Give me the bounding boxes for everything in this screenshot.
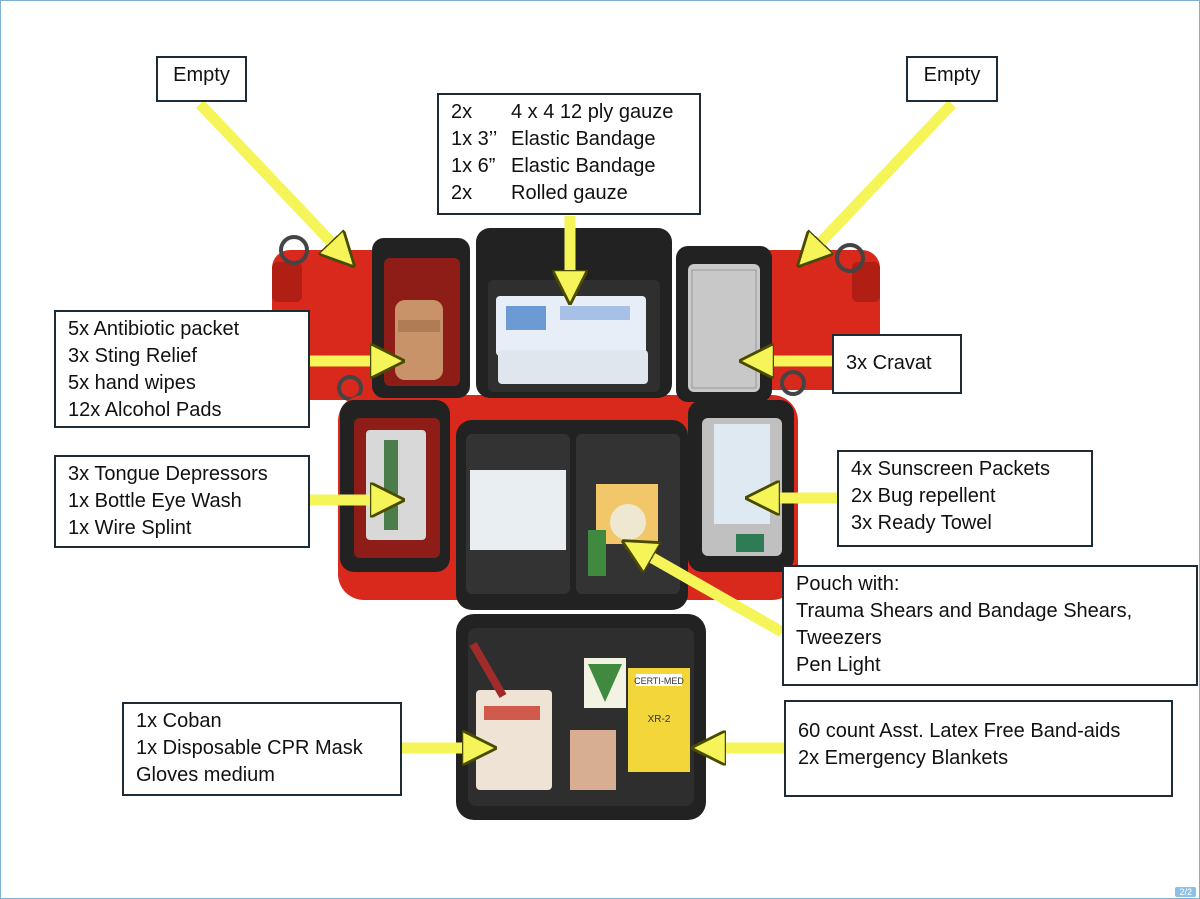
gauze-row: 1x 6”Elastic Bandage bbox=[451, 155, 656, 177]
callout-line: 3x Tongue Depressors bbox=[68, 463, 268, 485]
tape-box-label: XR-2 bbox=[648, 714, 671, 725]
callout-line: 1x Disposable CPR Mask bbox=[136, 737, 363, 759]
callout-line: Trauma Shears and Bandage Shears, bbox=[796, 600, 1133, 622]
callout-top-right-empty: Empty bbox=[906, 56, 998, 102]
callout-tongue: 3x Tongue Depressors 1x Bottle Eye Wash … bbox=[54, 455, 310, 548]
callout-top-left-empty-text: Empty bbox=[173, 64, 230, 86]
callout-line: Pen Light bbox=[796, 654, 881, 676]
arrow-top-left-empty bbox=[196, 100, 350, 262]
callout-line: 1x Coban bbox=[136, 710, 222, 732]
pocket-bottom: CERTI-MED XR-2 bbox=[456, 614, 706, 820]
callout-line: 3x Sting Relief bbox=[68, 345, 197, 367]
callout-line: 2x Emergency Blankets bbox=[798, 747, 1009, 769]
callout-line: 1x Wire Splint bbox=[68, 517, 192, 539]
callout-line: 5x hand wipes bbox=[68, 372, 196, 394]
pocket-middle-right bbox=[688, 400, 794, 572]
callout-cravat-text: 3x Cravat bbox=[846, 352, 932, 374]
arrow-top-right-empty bbox=[802, 100, 956, 262]
callout-line: 2x Bug repellent bbox=[851, 485, 996, 507]
callout-bandaids: 60 count Asst. Latex Free Band-aids 2x E… bbox=[784, 700, 1173, 797]
callout-top-left-empty: Empty bbox=[156, 56, 247, 102]
callout-line: 60 count Asst. Latex Free Band-aids bbox=[798, 720, 1121, 742]
callout-line: 3x Ready Towel bbox=[851, 512, 992, 534]
callout-line: Gloves medium bbox=[136, 764, 275, 786]
callout-sunscreen: 4x Sunscreen Packets 2x Bug repellent 3x… bbox=[837, 450, 1093, 547]
callout-line: Tweezers bbox=[796, 627, 882, 649]
arrow-pouch bbox=[628, 544, 785, 637]
callout-line: 12x Alcohol Pads bbox=[68, 399, 222, 421]
callout-line: Pouch with: bbox=[796, 573, 900, 595]
tape-box-brand: CERTI-MED bbox=[634, 676, 684, 686]
callout-coban: 1x Coban 1x Disposable CPR Mask Gloves m… bbox=[122, 702, 402, 796]
callout-pouch: Pouch with: Trauma Shears and Bandage Sh… bbox=[782, 565, 1198, 686]
page-number: 2/2 bbox=[1175, 887, 1196, 897]
callout-line: 5x Antibiotic packet bbox=[68, 318, 240, 340]
callout-top-right-empty-text: Empty bbox=[923, 64, 981, 86]
callout-line: 1x Bottle Eye Wash bbox=[68, 490, 242, 512]
callout-antibiotic: 5x Antibiotic packet 3x Sting Relief 5x … bbox=[54, 310, 310, 428]
callout-cravat: 3x Cravat bbox=[832, 334, 962, 394]
pocket-top-center bbox=[476, 228, 672, 398]
gauze-row: 1x 3’’Elastic Bandage bbox=[451, 128, 656, 150]
callout-line: 4x Sunscreen Packets bbox=[851, 458, 1050, 480]
